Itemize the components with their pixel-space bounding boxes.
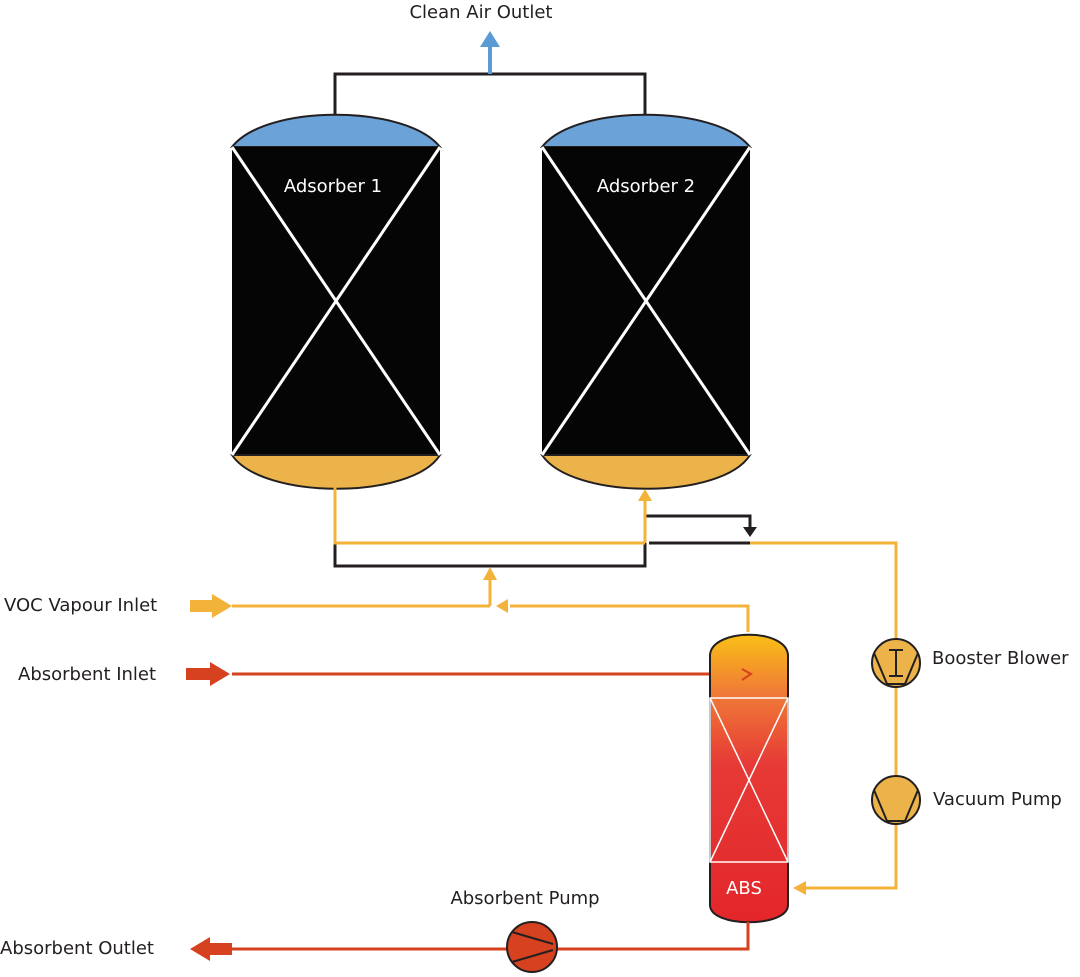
adsorber-manifold (333, 487, 898, 640)
vacuum-pump-label: Vacuum Pump (933, 789, 1062, 810)
vacuum-pump-icon (871, 775, 921, 825)
absorbent-pump-icon (506, 921, 558, 973)
absorbent-outlet-line (190, 922, 750, 961)
voc-vapour-inlet-label: VOC Vapour Inlet (4, 595, 157, 616)
booster-blower-label: Booster Blower (932, 648, 1069, 669)
abs-label: ABS (726, 878, 762, 899)
absorbent-inlet-label: Absorbent Inlet (18, 664, 156, 685)
clean-air-outlet-label: Clean Air Outlet (409, 2, 552, 23)
adsorber-2-vessel (539, 113, 753, 490)
booster-blower-icon (871, 638, 921, 688)
absorbent-inlet-line (186, 662, 750, 686)
adsorber-2-label: Adsorber 2 (597, 176, 695, 197)
clean-air-piping (333, 31, 647, 118)
adsorber-1-label: Adsorber 1 (284, 176, 382, 197)
absorbent-pump-label: Absorbent Pump (450, 888, 599, 909)
voc-vapour-inlet-line (190, 594, 750, 632)
adsorber-1-vessel (229, 113, 443, 490)
vapour-return-line (793, 686, 898, 895)
absorbent-outlet-label: Absorbent Outlet (0, 938, 154, 959)
absorber-column (709, 633, 789, 924)
